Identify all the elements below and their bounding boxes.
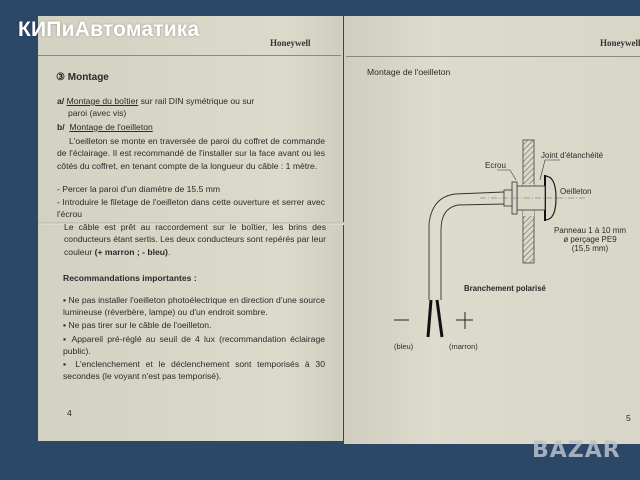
cable <box>428 191 505 300</box>
section-number: ③ <box>56 72 65 83</box>
reco-item-text: Ne pas tirer sur le câble de l'oeilleton… <box>68 320 212 330</box>
reco-title: Recommandations importantes : <box>63 273 197 283</box>
item-b: b/ Montage de l'oeilleton <box>57 121 153 133</box>
item-a-text-2: paroi (avec vis) <box>68 108 127 118</box>
page-number-left: 4 <box>67 408 72 418</box>
left-page <box>38 16 343 441</box>
right-page-title: Montage de l'oeilleton <box>367 67 451 77</box>
watermark-logo: КИПиАвтоматика <box>18 18 200 41</box>
reco-item: ▪ Ne pas tirer sur le câble de l'oeillet… <box>63 320 212 330</box>
item-b-label: b/ <box>57 122 65 132</box>
cable-text-end: . <box>167 246 171 257</box>
label-branchement: Branchement polarisé <box>464 284 546 293</box>
paper-fold <box>38 222 344 225</box>
watermark-bazar: BAZAR <box>532 438 621 463</box>
section-heading: ③ Montage <box>56 72 109 84</box>
step-2: - Introduire le filetage de l'oeilleton … <box>57 197 325 220</box>
label-panneau-1: Panneau 1 à 10 mm <box>553 226 627 235</box>
reco-item: ▪ Ne pas installer l'oeilleton photoélec… <box>63 295 325 318</box>
item-a-title: Montage du boîtier <box>66 96 139 106</box>
label-joint: Joint d'étanchéité <box>541 151 604 160</box>
cable-text-body: Le câble est prêt au raccordement sur le… <box>64 222 326 257</box>
item-a: a/ Montage du boîtier sur rail DIN symét… <box>57 95 254 107</box>
label-panneau-2: ø perçage PE9 <box>563 235 617 244</box>
header-rule-right <box>346 56 640 57</box>
reco-item-text: Ne pas installer l'oeilleton photoélectr… <box>63 295 325 318</box>
paragraph: L'oeilleton se monte en traversée de par… <box>57 136 325 171</box>
item-a-label: a/ <box>57 96 65 106</box>
section-title: Montage <box>67 72 109 83</box>
reco-item-text: Appareil pré-réglé au seuil de 4 lux (re… <box>63 334 326 357</box>
label-bleu: (bleu) <box>394 342 414 351</box>
right-page <box>344 16 640 444</box>
reco-item: ▪ Appareil pré-réglé au seuil de 4 lux (… <box>63 334 326 357</box>
reco-item-text: L'enclenchement et le déclenchement sont… <box>63 359 325 382</box>
label-panneau-3: (15,5 mm) <box>571 244 609 253</box>
step-1: - Percer la paroi d'un diamètre de 15.5 … <box>57 184 221 194</box>
label-ecrou: Ecrou <box>485 161 506 170</box>
brand-logo-right: Honeywell <box>600 38 640 48</box>
label-oeilleton: Oeilleton <box>560 187 592 196</box>
page-number-right: 5 <box>626 413 631 423</box>
header-rule-left <box>38 55 341 56</box>
brand-logo-left: Honeywell <box>270 38 311 48</box>
cable-text: Le câble est prêt au raccordement sur le… <box>64 221 326 258</box>
label-marron: (marron) <box>449 342 478 351</box>
item-a-text: sur rail DIN symétrique ou sur <box>138 96 255 106</box>
cable-colors: (+ marron ; - bleu) <box>94 246 168 257</box>
reco-item: ▪ L'enclenchement et le déclenchement so… <box>63 359 325 382</box>
wires <box>426 299 444 338</box>
item-b-title: Montage de l'oeilleton <box>69 122 153 132</box>
